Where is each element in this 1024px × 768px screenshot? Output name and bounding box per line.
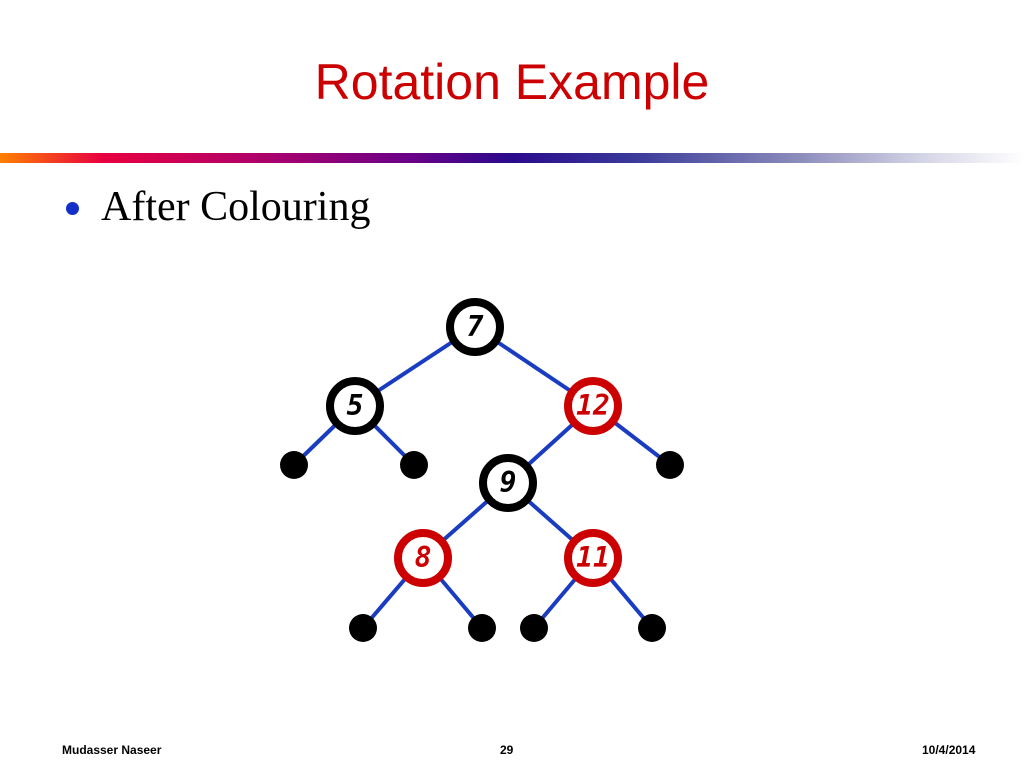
nil-leaf [638, 614, 666, 642]
nil-leaf [400, 451, 428, 479]
title-divider [0, 153, 1024, 163]
bullet-dot-icon [66, 202, 79, 215]
tree-node-8: 8 [394, 529, 452, 587]
nil-leaf [468, 614, 496, 642]
node-label: 12 [576, 389, 610, 422]
tree-nodes: 7 5 12 9 8 11 [326, 298, 622, 587]
footer-date: 10/4/2014 [922, 743, 976, 757]
node-label: 9 [500, 466, 517, 499]
nil-leaf [656, 451, 684, 479]
slide-title: Rotation Example [314, 54, 710, 110]
node-circle [394, 529, 452, 587]
nil-leaf [280, 451, 308, 479]
node-circle [479, 454, 537, 512]
bullet-text: After Colouring [101, 184, 371, 230]
tree-node-12: 12 [564, 377, 622, 435]
node-label: 7 [467, 310, 484, 343]
node-circle [564, 377, 622, 435]
nil-leaf [349, 614, 377, 642]
node-label: 5 [347, 389, 364, 422]
nil-leaf [520, 614, 548, 642]
node-label: 8 [415, 541, 432, 574]
node-label: 11 [576, 541, 610, 574]
footer-author: Mudasser Naseer [62, 743, 162, 757]
nil-leaves [280, 451, 684, 642]
node-circle [446, 298, 504, 356]
tree-node-9: 9 [479, 454, 537, 512]
node-circle [564, 529, 622, 587]
tree-node-7: 7 [446, 298, 504, 356]
node-circle [326, 377, 384, 435]
footer-page-number: 29 [500, 743, 514, 757]
tree-node-11: 11 [564, 529, 622, 587]
tree-node-5: 5 [326, 377, 384, 435]
